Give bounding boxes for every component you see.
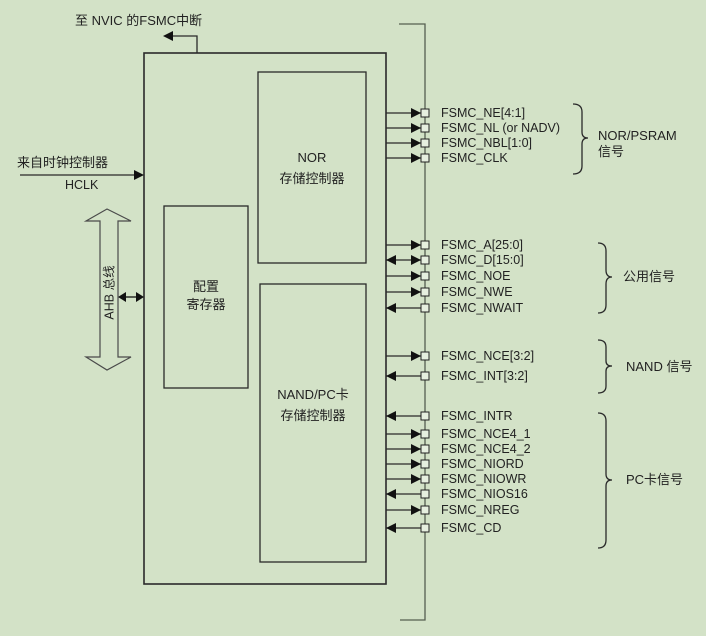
signal-label-fsmc-cd: FSMC_CD xyxy=(441,521,502,535)
signal-label-fsmc-niord: FSMC_NIORD xyxy=(441,457,524,471)
arrow-out-icon xyxy=(411,505,421,515)
hclk-arrow xyxy=(20,170,144,180)
arrow-out-icon xyxy=(411,351,421,361)
nor-controller-line2: 存储控制器 xyxy=(279,171,345,186)
pin-icon xyxy=(420,153,430,163)
signal-label-fsmc-niowr: FSMC_NIOWR xyxy=(441,472,527,486)
signal-label-fsmc-a-25-0: FSMC_A[25:0] xyxy=(441,238,523,252)
pin-icon xyxy=(420,505,430,515)
ahb-fsmc-bidir-arrow xyxy=(118,292,144,302)
signal-label-fsmc-noe: FSMC_NOE xyxy=(441,269,511,283)
nor-controller-block xyxy=(257,71,367,264)
arrow-in-icon xyxy=(386,303,396,313)
arrow-in-icon xyxy=(386,255,396,265)
pin-icon xyxy=(420,123,430,133)
hclk-label: HCLK xyxy=(65,178,99,192)
arrow-out-icon xyxy=(411,153,421,163)
arrow-out-icon xyxy=(411,255,421,265)
signal-label-fsmc-intr: FSMC_INTR xyxy=(441,409,513,423)
arrow-out-icon xyxy=(411,474,421,484)
nand-pc-controller-block xyxy=(259,283,367,563)
group-label-nor-psram-line1: NOR/PSRAM xyxy=(598,128,677,143)
arrow-out-icon xyxy=(411,138,421,148)
arrow-in-icon xyxy=(386,489,396,499)
arrow-in-icon xyxy=(386,523,396,533)
arrow-out-icon xyxy=(411,459,421,469)
signal-label-fsmc-nbl-1-0: FSMC_NBL[1:0] xyxy=(441,136,533,150)
io-bus-line xyxy=(399,23,426,621)
pin-icon xyxy=(420,474,430,484)
signal-label-fsmc-int-3-2: FSMC_INT[3:2] xyxy=(441,369,528,383)
arrow-out-icon xyxy=(411,429,421,439)
signal-lines xyxy=(386,108,430,533)
arrow-in-icon xyxy=(386,411,396,421)
pin-icon xyxy=(420,287,430,297)
interrupt-arrow xyxy=(163,31,198,53)
arrow-out-icon xyxy=(411,271,421,281)
config-register-line1: 配置 xyxy=(192,279,219,294)
pin-icon xyxy=(420,271,430,281)
pin-icon xyxy=(420,411,430,421)
pin-icon xyxy=(420,351,430,361)
arrow-out-icon xyxy=(411,108,421,118)
pin-icon xyxy=(420,444,430,454)
signal-label-fsmc-nce4-2: FSMC_NCE4_2 xyxy=(441,442,531,456)
brace-nor-psram xyxy=(572,103,589,175)
group-label-common: 公用信号 xyxy=(623,269,676,284)
arrow-out-icon xyxy=(411,444,421,454)
pin-icon xyxy=(420,523,430,533)
config-register-block xyxy=(163,205,249,389)
signal-label-fsmc-nios16: FSMC_NIOS16 xyxy=(441,487,528,501)
config-register-title: 配置 寄存器 xyxy=(164,279,248,312)
signal-label-fsmc-nreg: FSMC_NREG xyxy=(441,503,520,517)
signal-label-fsmc-nce-3-2: FSMC_NCE[3:2] xyxy=(441,349,535,363)
pin-icon xyxy=(420,371,430,381)
signal-label-fsmc-d-15-0: FSMC_D[15:0] xyxy=(441,253,524,267)
clock-source-label: 来自时钟控制器 xyxy=(17,155,109,170)
brace-pc-card xyxy=(597,412,613,549)
interrupt-label: 至 NVIC 的FSMC中断 xyxy=(75,13,203,28)
nor-controller-title: NOR 存储控制器 xyxy=(258,150,366,186)
signal-label-fsmc-nwe: FSMC_NWE xyxy=(441,285,513,299)
arrow-out-icon xyxy=(411,123,421,133)
signal-label-fsmc-clk: FSMC_CLK xyxy=(441,151,508,165)
pin-icon xyxy=(420,138,430,148)
nand-pc-controller-line1: NAND/PC卡 xyxy=(277,387,349,402)
arrow-in-icon xyxy=(386,371,396,381)
nand-pc-controller-line2: 存储控制器 xyxy=(280,408,346,423)
arrow-out-icon xyxy=(411,287,421,297)
pin-icon xyxy=(420,489,430,499)
ahb-bus-arrow xyxy=(83,208,132,371)
signal-label-fsmc-nce4-1: FSMC_NCE4_1 xyxy=(441,427,531,441)
group-label-nor-psram: NOR/PSRAM 信号 xyxy=(598,128,677,160)
signal-label-fsmc-nl-or-nadv: FSMC_NL (or NADV) xyxy=(441,121,560,135)
pin-icon xyxy=(420,429,430,439)
group-label-nand: NAND 信号 xyxy=(626,359,693,374)
fsmc-outer-block xyxy=(143,52,387,585)
pin-icon xyxy=(420,108,430,118)
config-register-line2: 寄存器 xyxy=(186,297,226,312)
nor-controller-line1: NOR xyxy=(297,150,327,165)
nand-pc-controller-title: NAND/PC卡 存储控制器 xyxy=(260,387,366,423)
pin-icon xyxy=(420,459,430,469)
brace-nand xyxy=(597,339,613,394)
ahb-bus-label: AHB 总线 xyxy=(102,265,117,320)
pin-icon xyxy=(420,255,430,265)
group-label-pc-card: PC卡信号 xyxy=(626,472,684,487)
pin-icon xyxy=(420,240,430,250)
pin-icon xyxy=(420,303,430,313)
arrow-out-icon xyxy=(411,240,421,250)
group-label-nor-psram-line2: 信号 xyxy=(598,144,625,159)
signal-label-fsmc-ne-4-1: FSMC_NE[4:1] xyxy=(441,106,526,120)
brace-common xyxy=(597,242,613,314)
signal-label-fsmc-nwait: FSMC_NWAIT xyxy=(441,301,524,315)
